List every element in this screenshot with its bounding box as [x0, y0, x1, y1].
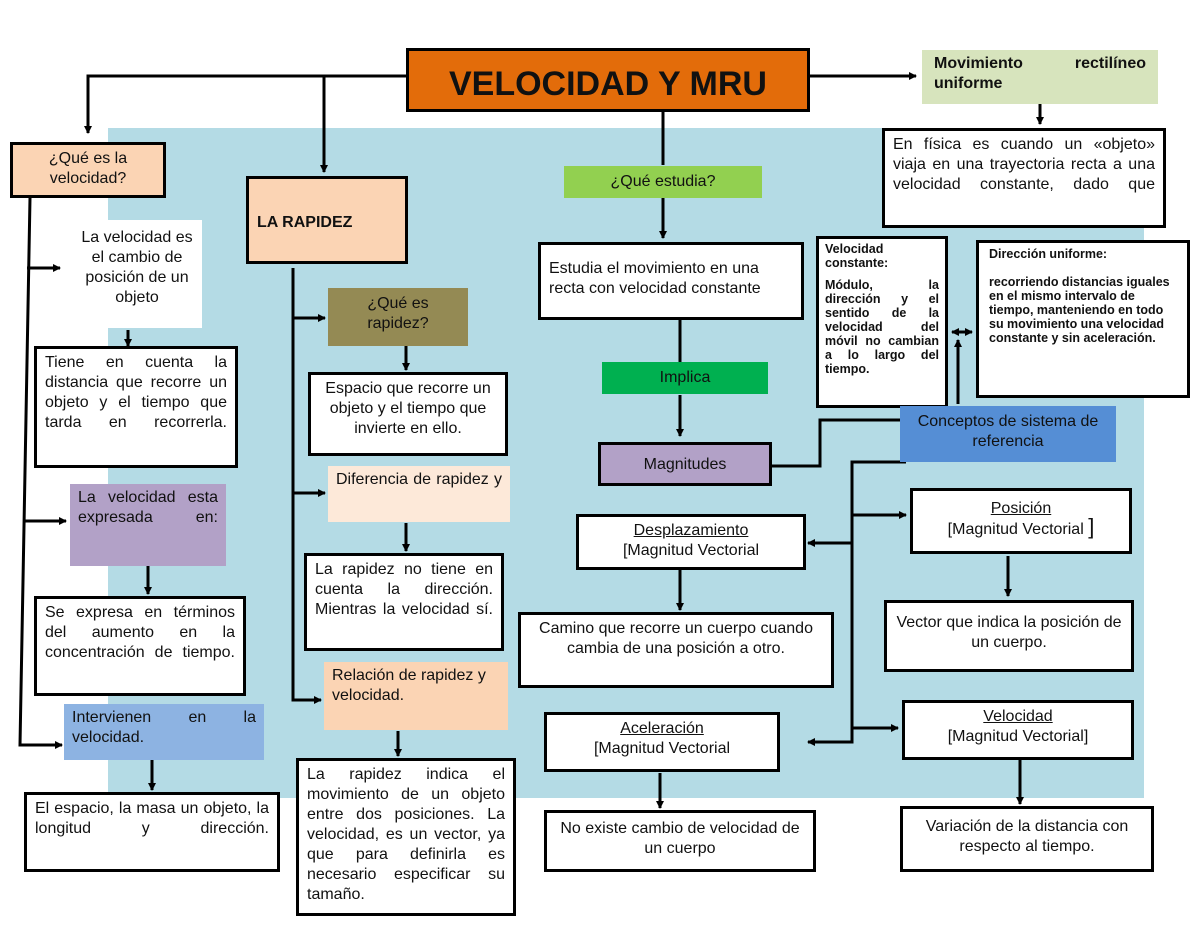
direccion-uniforme-text: recorriendo distancias iguales en el mis… — [989, 275, 1170, 345]
desplazamiento-sub: [Magnitud Vectorial — [622, 542, 760, 559]
fisica-box: En física es cuando un «objeto» viaja en… — [882, 128, 1166, 228]
desplazamiento-title: Desplazamiento — [633, 522, 749, 539]
expresada-box: La velocidad esta expresada en: — [70, 484, 226, 566]
q-rapidez-box: ¿Qué es rapidez? — [328, 288, 468, 346]
estudia-box: Estudia el movimiento en una recta con v… — [538, 242, 804, 320]
espacio-velocidad-box: El espacio, la masa un objeto, la longit… — [24, 792, 280, 872]
aceleracion-title: Aceleración — [620, 720, 704, 737]
expresa-box: Se expresa en términos del aumento en la… — [34, 596, 246, 696]
direccion-uniforme-title: Dirección uniforme: — [989, 247, 1108, 261]
mru-title-box: Movimiento rectilíneo uniforme — [922, 50, 1158, 104]
espacio-rapidez-box: Espacio que recorre un objeto y el tiemp… — [308, 372, 508, 456]
no-tiene-box: La rapidez no tiene en cuenta la direcci… — [304, 553, 504, 651]
def-velocidad-box: La velocidad es el cambio de posición de… — [72, 220, 202, 328]
no-existe-box: No existe cambio de velocidad de un cuer… — [544, 810, 816, 872]
main-title: VELOCIDAD Y MRU — [406, 48, 810, 112]
camino-box: Camino que recorre un cuerpo cuando camb… — [518, 612, 834, 688]
q-velocidad-box: ¿Qué es la velocidad? — [10, 142, 166, 198]
direccion-uniforme-box: Dirección uniforme: recorriendo distanci… — [976, 240, 1190, 398]
posicion-sub: [Magnitud Vectorial — [947, 521, 1084, 538]
posicion-title: Posición — [990, 500, 1052, 517]
velocidad-constante-title: Velocidad constante: — [825, 242, 889, 270]
relacion-box: Relación de rapidez y velocidad. — [324, 662, 508, 730]
implica-box: Implica — [602, 362, 768, 394]
velocidad-vector-sub: [Magnitud Vectorial] — [947, 728, 1089, 745]
indica-box: La rapidez indica el movimiento de un ob… — [296, 758, 516, 916]
posicion-box: Posición [Magnitud Vectorial ] — [910, 488, 1132, 554]
velocidad-vector-box: Velocidad [Magnitud Vectorial] — [902, 700, 1134, 760]
conceptos-box: Conceptos de sistema de referencia — [900, 406, 1116, 462]
magnitudes-box: Magnitudes — [598, 442, 772, 486]
posicion-bracket: ] — [1088, 514, 1095, 539]
velocidad-constante-text: Módulo, la dirección y el sentido de la … — [825, 278, 939, 376]
velocidad-constante-box: Velocidad constante: Módulo, la direcció… — [816, 236, 948, 408]
variacion-box: Variación de la distancia con respecto a… — [900, 806, 1154, 872]
diferencia-box: Diferencia de rapidez y — [328, 466, 510, 522]
aceleracion-sub: [Magnitud Vectorial — [593, 740, 731, 757]
cuenta-box: Tiene en cuenta la distancia que recorre… — [34, 346, 238, 468]
aceleracion-box: Aceleración [Magnitud Vectorial — [544, 712, 780, 772]
q-estudia-box: ¿Qué estudia? — [564, 166, 762, 198]
vector-indica-box: Vector que indica la posición de un cuer… — [884, 600, 1134, 672]
desplazamiento-box: Desplazamiento [Magnitud Vectorial — [576, 514, 806, 570]
intervienen-box: Intervienen en la velocidad. — [64, 704, 264, 760]
rapidez-title-box: LA RAPIDEZ — [246, 176, 408, 264]
velocidad-vector-title: Velocidad — [983, 708, 1053, 725]
